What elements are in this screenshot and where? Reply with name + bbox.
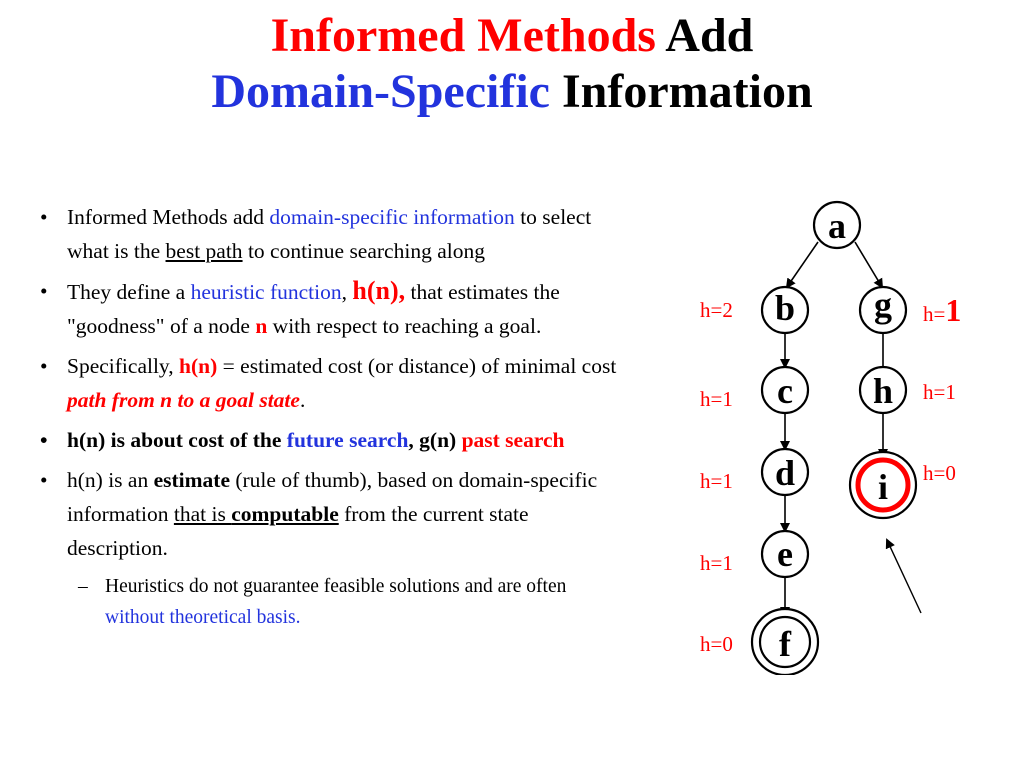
h-label-c: h=1: [700, 387, 733, 411]
sub-bullet-text: Heuristics do not guarantee feasible sol…: [105, 576, 567, 597]
bullet-text: They define a: [67, 280, 191, 304]
bullet-text: from the current state description.: [67, 502, 529, 560]
title-informed-methods: Informed Methods: [270, 9, 656, 62]
bullet-text-that-is: that is: [173, 502, 232, 526]
h-label-f: h=0: [700, 632, 733, 656]
node-h-circle: [858, 365, 908, 415]
edge-a-g: [854, 241, 884, 289]
bullet-dot-icon: •: [40, 428, 48, 452]
bullet-dot-icon: •: [40, 354, 48, 378]
dash-icon: –: [78, 576, 88, 597]
bullet-text: , g(n): [408, 428, 462, 452]
node-h-label: h: [873, 371, 893, 411]
node-e-circle: [760, 529, 810, 579]
h-label-g-prefix: h=: [923, 302, 945, 326]
node-g-circle: [858, 285, 908, 335]
node-i-label: i: [878, 467, 888, 507]
bullet-dot-icon: •: [40, 279, 48, 303]
node-c-label: c: [777, 371, 793, 411]
bullet-text-past-search: past search: [461, 428, 565, 452]
node-d-label: d: [775, 453, 795, 493]
bullet-text: Specifically,: [67, 354, 180, 378]
bullet-text: to continue searching along: [242, 239, 485, 263]
bullet-text-n: n: [255, 314, 268, 338]
title-line-2: Domain-Specific Information: [0, 64, 1024, 120]
node-f-inner-circle: [758, 615, 812, 669]
bullet-text: ,: [341, 280, 353, 304]
bullet-text: with respect to reaching a goal.: [267, 314, 542, 338]
title-add: Add: [665, 9, 754, 62]
bullet-text: that estimates the "goodness" of a node: [67, 280, 560, 338]
h-label-i: h=0: [923, 461, 956, 485]
bullet-dot-icon: •: [40, 468, 48, 492]
sub-bullet-item: – Heuristics do not guarantee feasible s…: [40, 571, 630, 633]
node-a-label: a: [828, 206, 846, 246]
sub-bullet-text-theoretical: without theoretical basis.: [105, 607, 301, 628]
title-domain-specific: Domain-Specific: [211, 65, 550, 118]
bullet-text: h(n) is about cost of the: [67, 428, 287, 452]
node-a-circle: [812, 200, 862, 250]
bullet-text-path-to-goal: path from n to a goal state: [67, 388, 300, 412]
h-label-g-value: 1: [945, 292, 961, 328]
bullet-text-hn: h(n): [179, 354, 218, 378]
bullet-text: Informed Methods add: [67, 205, 270, 229]
bullet-item: • Informed Methods add domain-specific i…: [40, 200, 630, 268]
slide-title: Informed Methods Add Domain-Specific Inf…: [0, 8, 1024, 120]
h-label-g: h=1: [923, 292, 961, 328]
h-label-d: h=1: [700, 469, 733, 493]
bullet-text-future-search: future search: [286, 428, 409, 452]
bullet-item: • h(n) is about cost of the future searc…: [40, 423, 630, 457]
h-label-e: h=1: [700, 551, 733, 575]
bullet-text-computable: computable: [231, 502, 339, 526]
bullet-item: • h(n) is an estimate (rule of thumb), b…: [40, 463, 630, 565]
edge-a-b: [785, 241, 819, 289]
node-f-label: f: [779, 624, 792, 664]
bullet-text-best-path: best path: [165, 239, 243, 263]
bullet-text-heuristic-function: heuristic function: [190, 280, 342, 304]
bullet-text: h(n) is an: [67, 468, 154, 492]
node-b-label: b: [775, 288, 795, 328]
bullet-text: .: [299, 388, 306, 412]
search-tree-diagram: a b g c h d i e f h=2 h=1 h=1 h=1 h=1 h=…: [700, 200, 961, 675]
bullet-text-domain-specific: domain-specific information: [269, 205, 515, 229]
title-line-1: Informed Methods Add: [0, 8, 1024, 64]
bullet-text: (rule of thumb), based on domain-specifi…: [67, 468, 598, 526]
bullet-list: • Informed Methods add domain-specific i…: [40, 200, 630, 633]
node-b-circle: [760, 285, 810, 335]
title-information: Information: [561, 65, 813, 118]
bullet-item: • They define a heuristic function, h(n)…: [40, 274, 630, 343]
h-label-b: h=2: [700, 298, 733, 322]
bullet-text-estimate: estimate: [153, 468, 230, 492]
pointer-arrow: [885, 538, 922, 614]
bullet-dot-icon: •: [40, 205, 48, 229]
node-i-highlight-circle: [855, 457, 911, 513]
bullet-item: • Specifically, h(n) = estimated cost (o…: [40, 349, 630, 417]
node-d-circle: [760, 447, 810, 497]
node-g-label: g: [874, 285, 892, 325]
bullet-text: to select what is the: [67, 205, 592, 263]
node-c-circle: [760, 365, 810, 415]
bullet-text-hn: h(n),: [352, 276, 406, 305]
bullet-text: = estimated cost (or distance) of minima…: [217, 354, 617, 378]
node-e-label: e: [777, 534, 793, 574]
h-label-h: h=1: [923, 380, 956, 404]
